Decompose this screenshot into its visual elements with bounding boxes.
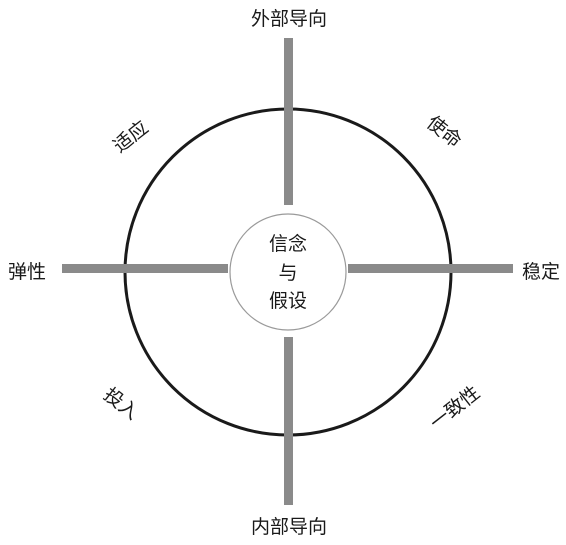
axis-label-right: 稳定 [522,261,560,283]
center-label-line-3: 假设 [269,290,307,312]
center-label-line-2: 与 [278,262,297,284]
axis-label-top: 外部导向 [251,8,327,30]
quadrant-label-bottom-right: 一致性 [426,382,484,434]
axis-bar-right [348,264,513,273]
quadrant-label-top-left: 适应 [109,117,153,158]
axis-bar-top [284,38,293,205]
quadrant-label-bottom-left: 投入 [99,384,143,425]
quadrant-label-top-right: 使命 [422,112,466,153]
axis-label-left: 弹性 [8,261,46,283]
center-label-line-1: 信念 [269,232,307,255]
inner-circle [229,213,347,331]
axis-bar-left [62,264,228,273]
axis-label-bottom: 内部导向 [251,516,327,538]
axis-bar-bottom [284,337,293,505]
